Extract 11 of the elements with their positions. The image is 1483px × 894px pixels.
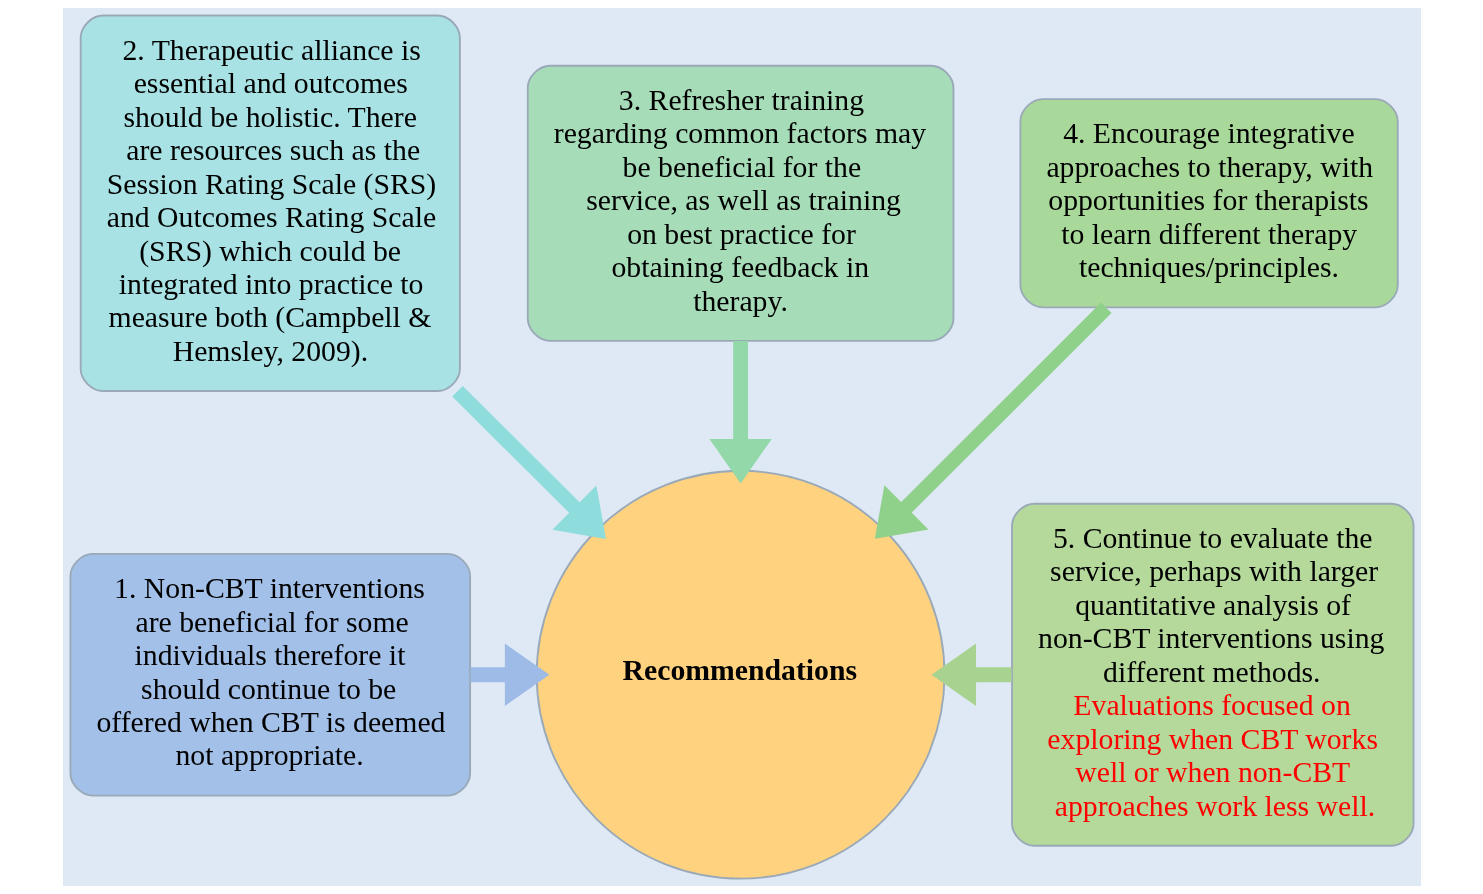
node-box: 4. Encourage integrative approaches to therapy, with opportunities for therapists to learn different therapy techniques/principles.: [1018, 98, 1399, 309]
node-box: 1. Non-CBT interventions are beneficial for some individuals therefore it should continue to be offered when CBT is deemed not appropriate.: [69, 552, 471, 797]
arrow: [451, 386, 606, 539]
node-box: 2. Therapeutic alliance is essential and outcomes should be holistic. There are resources such as the Session Rating Scale (SRS) and Outcomes Rating Scale (SRS) which could be integrated into practice to measure both (Campbell & Hemsley, 2009).: [79, 14, 461, 392]
arrow: [708, 341, 772, 484]
node-box: 3. Refresher training regarding common factors may be beneficial for the service, as well as training on best practice for obtaining feedback in therapy.: [526, 64, 954, 342]
arrow: [930, 643, 1011, 706]
arrow: [874, 302, 1112, 539]
node-circle: Recommendations: [535, 469, 945, 880]
arrow: [470, 643, 549, 706]
node-box: 5. Continue to evaluate the service, perhaps with larger quantitative analysis of non-CBT interventions using different methods. Evaluations focused on exploring when CBT works well or when non-CBT approaches work less well.: [1010, 502, 1414, 847]
